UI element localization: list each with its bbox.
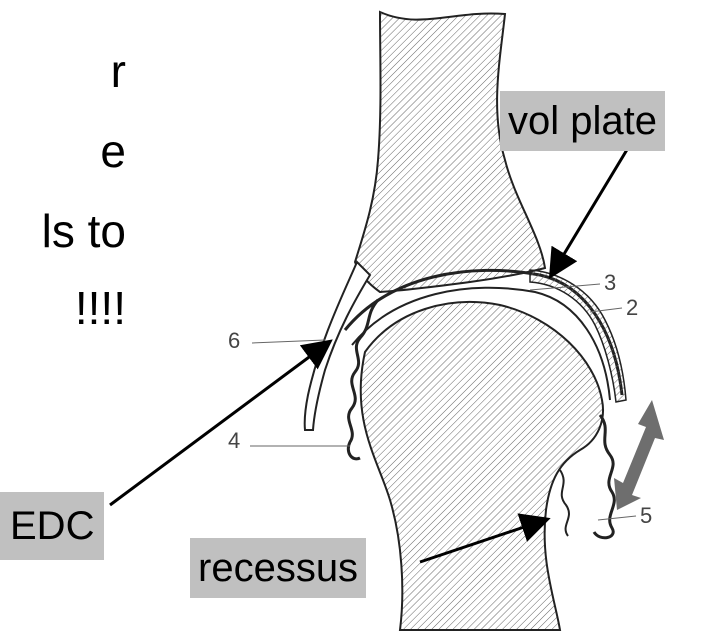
recessus-inner-wave xyxy=(560,470,569,536)
number-4: 4 xyxy=(228,428,240,453)
number-3: 3 xyxy=(604,270,616,295)
number-6: 6 xyxy=(228,328,240,353)
distal-bone xyxy=(361,302,603,630)
edc-pointer-arrow xyxy=(110,343,328,505)
vol-plate-label: vol plate xyxy=(500,91,665,151)
edc-tendon xyxy=(305,262,370,430)
recessus-label: recessus xyxy=(190,538,366,598)
leader-line-6 xyxy=(252,340,325,343)
leader-line-5 xyxy=(598,516,636,520)
number-5: 5 xyxy=(640,503,652,528)
proximal-bone xyxy=(355,12,545,292)
double-arrow-icon xyxy=(614,400,664,510)
vol-plate-pointer-arrow xyxy=(552,148,628,274)
number-2: 2 xyxy=(626,295,638,320)
edc-label: EDC xyxy=(0,492,104,560)
